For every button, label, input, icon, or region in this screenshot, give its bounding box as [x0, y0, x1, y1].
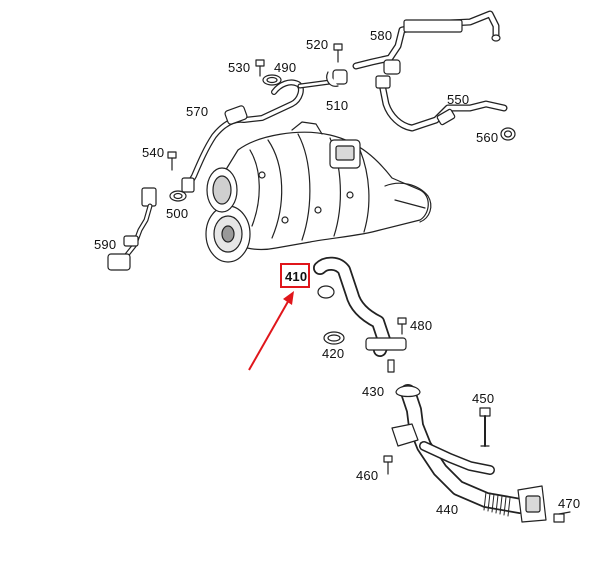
- oil-feed-line-570: [181, 69, 348, 193]
- part-label-410: 410: [285, 269, 308, 284]
- part-label-450: 450: [472, 391, 495, 406]
- part-label-440: 440: [436, 502, 459, 517]
- part-label-540: 540: [142, 145, 165, 160]
- fasteners: [167, 43, 571, 523]
- pointer-arrow: [248, 291, 294, 371]
- part-label-510: 510: [326, 98, 349, 113]
- coolant-line-580: [352, 10, 501, 75]
- pipe-410: [313, 256, 407, 357]
- part-label-560: 560: [476, 130, 499, 145]
- part-label-490: 490: [274, 60, 297, 75]
- part-label-500: 500: [166, 206, 189, 221]
- part-label-460: 460: [356, 468, 379, 483]
- highlight-box-410: 410: [280, 263, 310, 288]
- part-label-520: 520: [306, 37, 329, 52]
- part-label-580: 580: [370, 28, 393, 43]
- coolant-line-550: [375, 75, 508, 132]
- pipe-assembly-440: [391, 384, 547, 523]
- part-label-590: 590: [94, 237, 117, 252]
- part-label-470: 470: [558, 496, 581, 511]
- turbocharger-assembly: [205, 121, 432, 263]
- part-label-550: 550: [447, 92, 470, 107]
- part-label-430: 430: [362, 384, 385, 399]
- part-label-480: 480: [410, 318, 433, 333]
- sensor-cable-590: [107, 187, 157, 271]
- part-label-530: 530: [228, 60, 251, 75]
- part-label-420: 420: [322, 346, 345, 361]
- part-label-570: 570: [186, 104, 209, 119]
